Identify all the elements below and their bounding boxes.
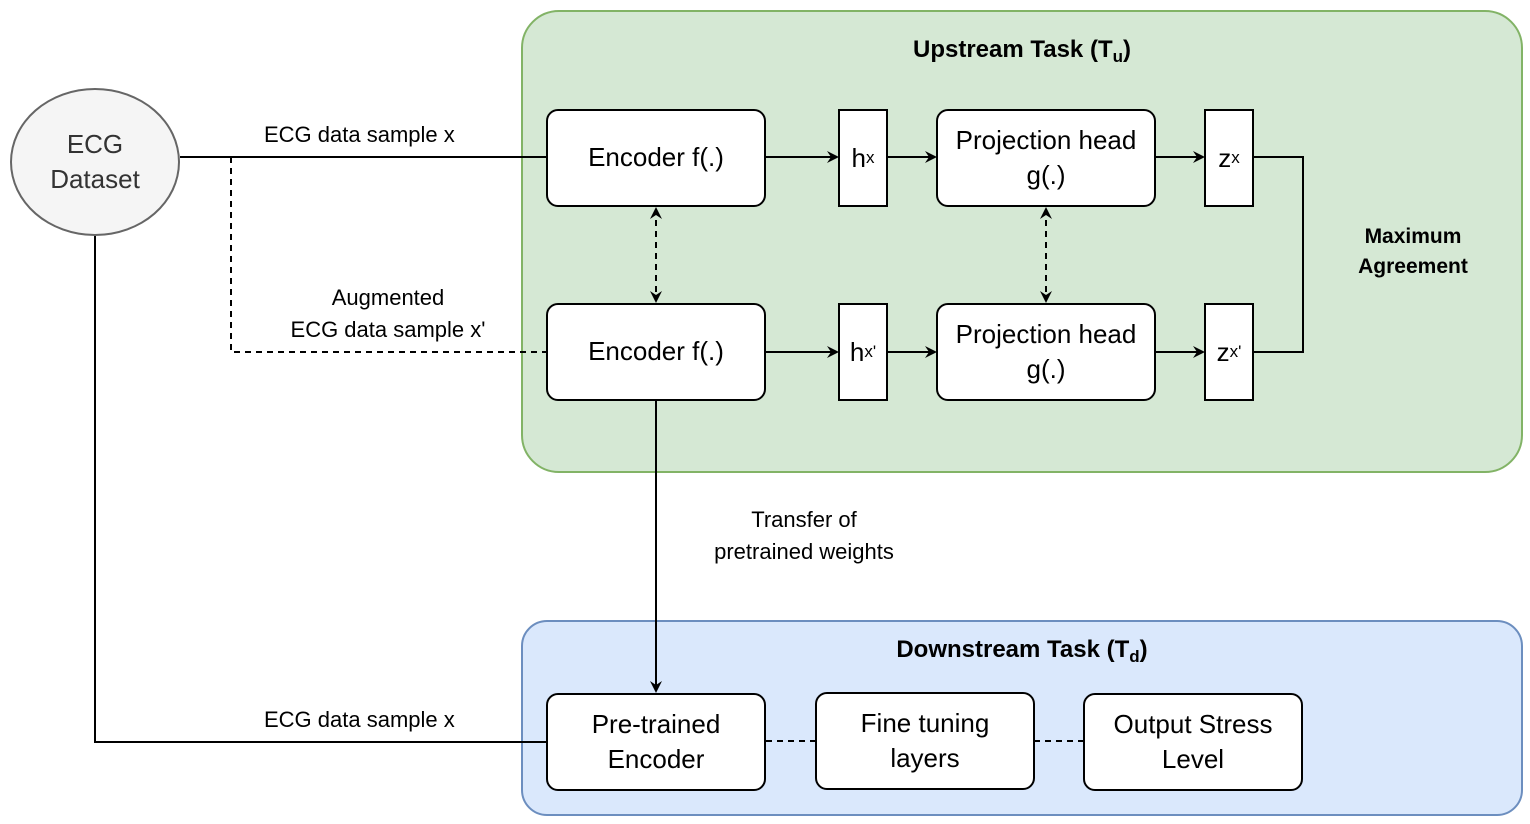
encoder-bottom: Encoder f(.) <box>546 303 766 401</box>
edge-sample-bottom <box>94 236 546 743</box>
downstream-task-title: Downstream Task (Td) <box>896 636 1148 666</box>
label-sample-top: ECG data sample x <box>264 122 455 147</box>
edge-agreement-bracket <box>1253 156 1304 353</box>
upstream-task-title: Upstream Task (Tu) <box>912 36 1131 66</box>
label-sample-bottom: ECG data sample x <box>264 707 455 732</box>
encoder-top: Encoder f(.) <box>546 109 766 207</box>
